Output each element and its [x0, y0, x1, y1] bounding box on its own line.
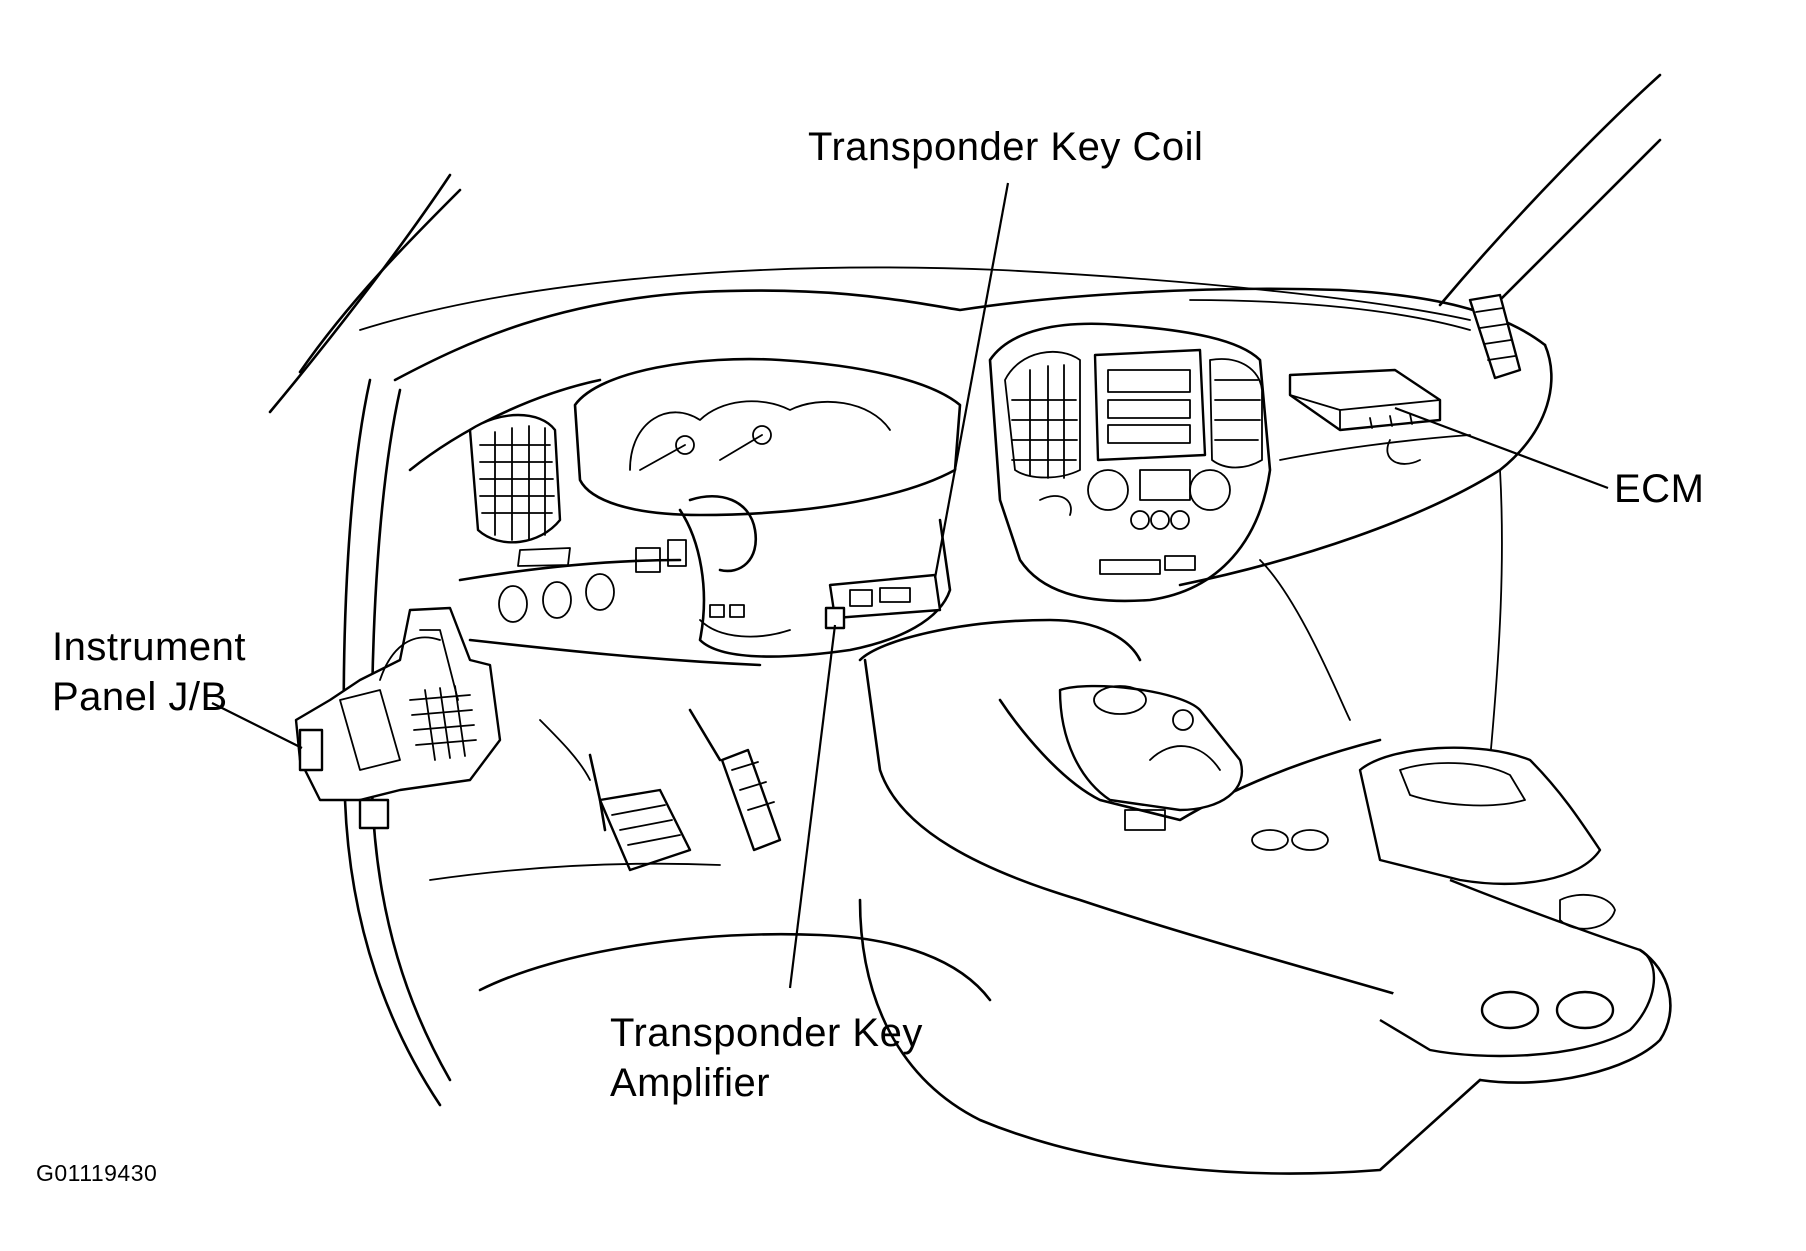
instrument-panel-junction-block [294, 606, 502, 830]
instrument-panel-jb-label-line2: Panel J/B [52, 675, 228, 719]
center-stack [988, 322, 1272, 603]
windshield-outline [268, 73, 1662, 414]
leader-ecm [1394, 406, 1609, 490]
dashboard-top [393, 287, 1553, 587]
ecm-label: ECM [1614, 467, 1705, 511]
leader-instrument-panel-jb [211, 702, 303, 749]
pedals [588, 708, 782, 872]
leader-lines [211, 182, 1609, 989]
key-coil-amplifier-assembly [824, 573, 942, 630]
instrument-panel-jb-label-line1: Instrument [52, 625, 246, 669]
lower-dash-switches [458, 539, 762, 667]
ecm-module [1288, 368, 1442, 465]
passenger-dash [1259, 434, 1503, 761]
steering-column [678, 495, 952, 658]
figure-id: G01119430 [36, 1160, 158, 1186]
leader-transponder-key-amplifier [788, 624, 837, 989]
left-air-vent [468, 413, 562, 544]
transponder-key-amplifier-label: Transponder Key Amplifier [610, 1008, 923, 1108]
transponder-key-amplifier-label-line2: Amplifier [610, 1061, 771, 1105]
center-console [858, 618, 1672, 1175]
right-air-vent [1468, 293, 1522, 380]
leader-transponder-key-coil [933, 182, 1010, 579]
instrument-cluster [573, 357, 962, 517]
instrument-panel-jb-label: Instrument Panel J/B [52, 622, 246, 722]
floor-outline [429, 719, 992, 1002]
transponder-key-coil-label: Transponder Key Coil [808, 125, 1204, 169]
transponder-key-amplifier-label-line1: Transponder Key [610, 1011, 923, 1055]
